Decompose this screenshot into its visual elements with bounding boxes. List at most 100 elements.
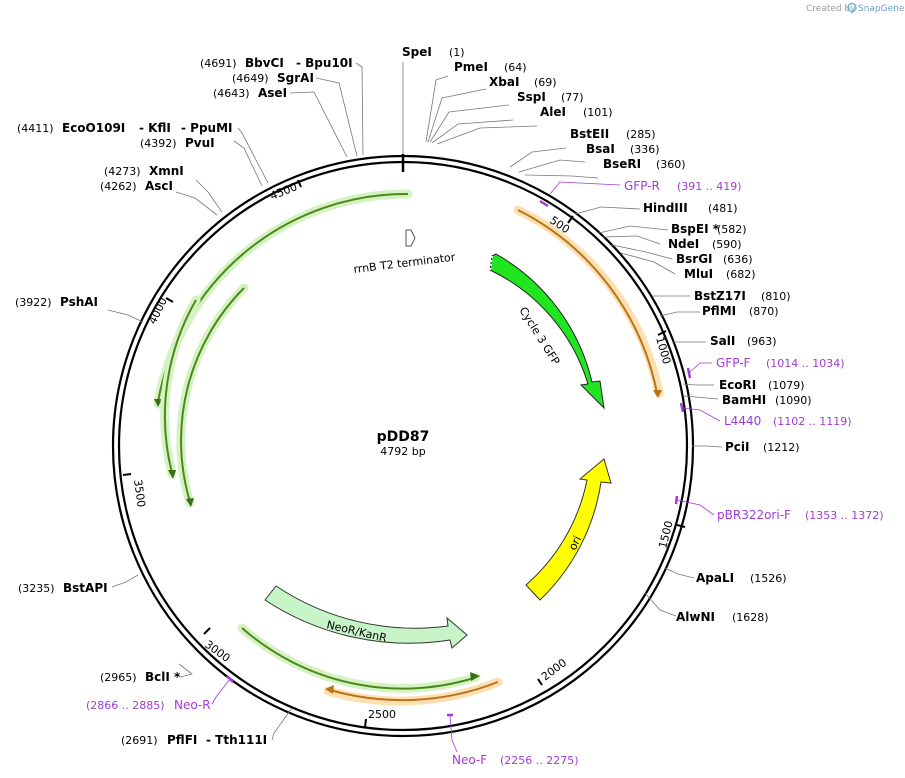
site-bclI-name[interactable]: BclI * <box>145 670 181 684</box>
site-xbaI-name[interactable]: XbaI <box>489 75 519 89</box>
site-aleI-pos: (101) <box>583 106 613 119</box>
leader-lines <box>107 62 723 753</box>
site-pmeI-name[interactable]: PmeI <box>454 60 488 74</box>
tick-label-3500: 3500 <box>131 479 148 509</box>
primer-gfp-f-range: (1014 .. 1034) <box>766 357 845 370</box>
site-bbvCI-pos: (4691) <box>200 57 237 70</box>
site-pciI-pos: (1212) <box>763 441 800 454</box>
tick-label-1000: 1000 <box>653 335 673 365</box>
site-pvuI-name[interactable]: PvuI <box>185 136 215 150</box>
site-xmnI-name[interactable]: XmnI <box>149 164 184 178</box>
site-pshAI-name[interactable]: PshAI <box>60 295 98 309</box>
site-bstAPI-name[interactable]: BstAPI <box>63 581 108 595</box>
site-tth111I-name[interactable]: - Tth111I <box>206 733 267 747</box>
site-aseI-pos: (4643) <box>213 87 250 100</box>
tick-label-4500: 4500 <box>268 180 299 203</box>
site-bseRI-name[interactable]: BseRI <box>603 157 641 171</box>
site-apaLI-name[interactable]: ApaLI <box>696 571 734 585</box>
primer-neo-f-range: (2256 .. 2275) <box>500 754 579 767</box>
site-salI-name[interactable]: SalI <box>710 334 735 348</box>
primer-neo-r-range: (2866 .. 2885) <box>86 699 165 712</box>
site-bsaI-name[interactable]: BsaI <box>586 142 615 156</box>
site-pciI-name[interactable]: PciI <box>725 440 750 454</box>
primer-gfp-f-name[interactable]: GFP-F <box>716 356 751 370</box>
site-bstZ17I-pos: (810) <box>761 290 791 303</box>
snapgene-branding: Created by SnapGene <box>806 2 905 14</box>
site-ndeI-name[interactable]: NdeI <box>668 237 699 251</box>
primer-pbr322ori-f-range: (1353 .. 1372) <box>805 509 884 522</box>
site-bsteII-name[interactable]: BstEII <box>570 127 609 141</box>
orf-arc-right-arrowhead <box>653 390 662 398</box>
site-sgrAI-name[interactable]: SgrAI <box>277 71 314 85</box>
site-aleI-name[interactable]: AleI <box>540 105 566 119</box>
primer-neo-r-name[interactable]: Neo-R <box>174 698 211 712</box>
tick-marks <box>122 179 686 728</box>
site-speI-name[interactable]: SpeI <box>402 45 432 59</box>
site-sgrAI-pos: (4649) <box>232 72 269 85</box>
plasmid-length: 4792 bp <box>380 445 425 458</box>
site-mluI-name[interactable]: MluI <box>684 267 713 281</box>
primer-labels: GFP-R (391 .. 419) GFP-F (1014 .. 1034) … <box>86 179 884 767</box>
site-pflFI-name[interactable]: PflFI <box>167 733 197 747</box>
site-pmeI-pos: (64) <box>504 61 527 74</box>
site-bsrGI-pos: (636) <box>723 253 753 266</box>
site-bamHI-name[interactable]: BamHI <box>722 393 766 407</box>
site-apaLI-pos: (1526) <box>750 572 787 585</box>
site-ecoRI-name[interactable]: EcoRI <box>719 378 756 392</box>
site-bbvCI-name[interactable]: BbvCI <box>245 56 284 70</box>
orf-arc-bottom <box>329 681 499 702</box>
primer-neo-f-name[interactable]: Neo-F <box>452 753 487 767</box>
site-bsteII-pos: (285) <box>626 128 656 141</box>
site-speI-pos: (1) <box>449 46 465 59</box>
site-aseI-name[interactable]: AseI <box>258 86 287 100</box>
site-xmnI-pos: (4273) <box>104 165 141 178</box>
orf-arc-left-mid-arrowhead <box>168 470 176 479</box>
site-pflMI-name[interactable]: PflMI <box>702 304 736 318</box>
site-bstZ17I-name[interactable]: BstZ17I <box>694 289 746 303</box>
primer-gfp-r-range: (391 .. 419) <box>677 180 742 193</box>
orf-arc-left-outer-arrowhead <box>154 399 162 407</box>
site-ascI-name[interactable]: AscI <box>145 179 173 193</box>
site-pflFI-pos: (2691) <box>121 734 158 747</box>
orf-arc-bottom-green <box>241 627 475 690</box>
site-xbaI-pos: (69) <box>534 76 557 89</box>
site-labels: SpeI (1) PmeI (64) XbaI (69) SspI (77) A… <box>15 45 812 747</box>
tick-label-2500: 2500 <box>368 708 396 721</box>
orf-arc-right <box>517 209 658 394</box>
site-bpu10I-name[interactable]: - Bpu10I <box>296 56 353 70</box>
site-pshAI-pos: (3922) <box>15 296 52 309</box>
primer-gfp-r-name[interactable]: GFP-R <box>624 179 660 193</box>
primer-l4440-name[interactable]: L4440 <box>724 414 761 428</box>
site-kflI-name[interactable]: - KflI <box>139 121 171 135</box>
site-bspEI-name[interactable]: BspEI * <box>671 222 720 236</box>
site-pvuI-pos: (4392) <box>140 137 177 150</box>
site-ascI-pos: (4262) <box>100 180 137 193</box>
orf-arc-bottom-green-arrowhead <box>470 672 480 681</box>
primer-marks <box>226 199 692 717</box>
primer-pbr322ori-f-name[interactable]: pBR322ori-F <box>717 508 791 522</box>
site-bseRI-pos: (360) <box>656 158 686 171</box>
site-ppuMI-name[interactable]: - PpuMI <box>181 121 233 135</box>
terminator-label: rrnB T2 terminator <box>353 251 457 276</box>
site-mluI-pos: (682) <box>726 268 756 281</box>
site-hindIII-name[interactable]: HindIII <box>643 201 688 215</box>
site-alwNI-name[interactable]: AlwNI <box>676 610 715 624</box>
site-ndeI-pos: (590) <box>712 238 742 251</box>
terminator-feature[interactable] <box>405 229 416 247</box>
site-pflMI-pos: (870) <box>749 305 779 318</box>
orf-arc-left-mid <box>163 299 197 474</box>
cycle3-gfp-feature[interactable] <box>489 253 605 410</box>
ori-label: ori <box>566 534 584 553</box>
site-ecoRI-pos: (1079) <box>768 379 805 392</box>
site-sspI-name[interactable]: SspI <box>517 90 546 104</box>
orf-arc-left-inner-arrowhead <box>186 498 194 507</box>
site-hindIII-pos: (481) <box>708 202 738 215</box>
site-ecoO109I-name[interactable]: EcoO109I <box>62 121 125 135</box>
neor-kanr-feature[interactable] <box>264 585 468 649</box>
ori-feature[interactable] <box>525 458 612 601</box>
site-bsrGI-name[interactable]: BsrGI <box>676 252 713 266</box>
site-bsaI-pos: (336) <box>630 143 660 156</box>
branding-brand: SnapGene <box>858 4 905 14</box>
